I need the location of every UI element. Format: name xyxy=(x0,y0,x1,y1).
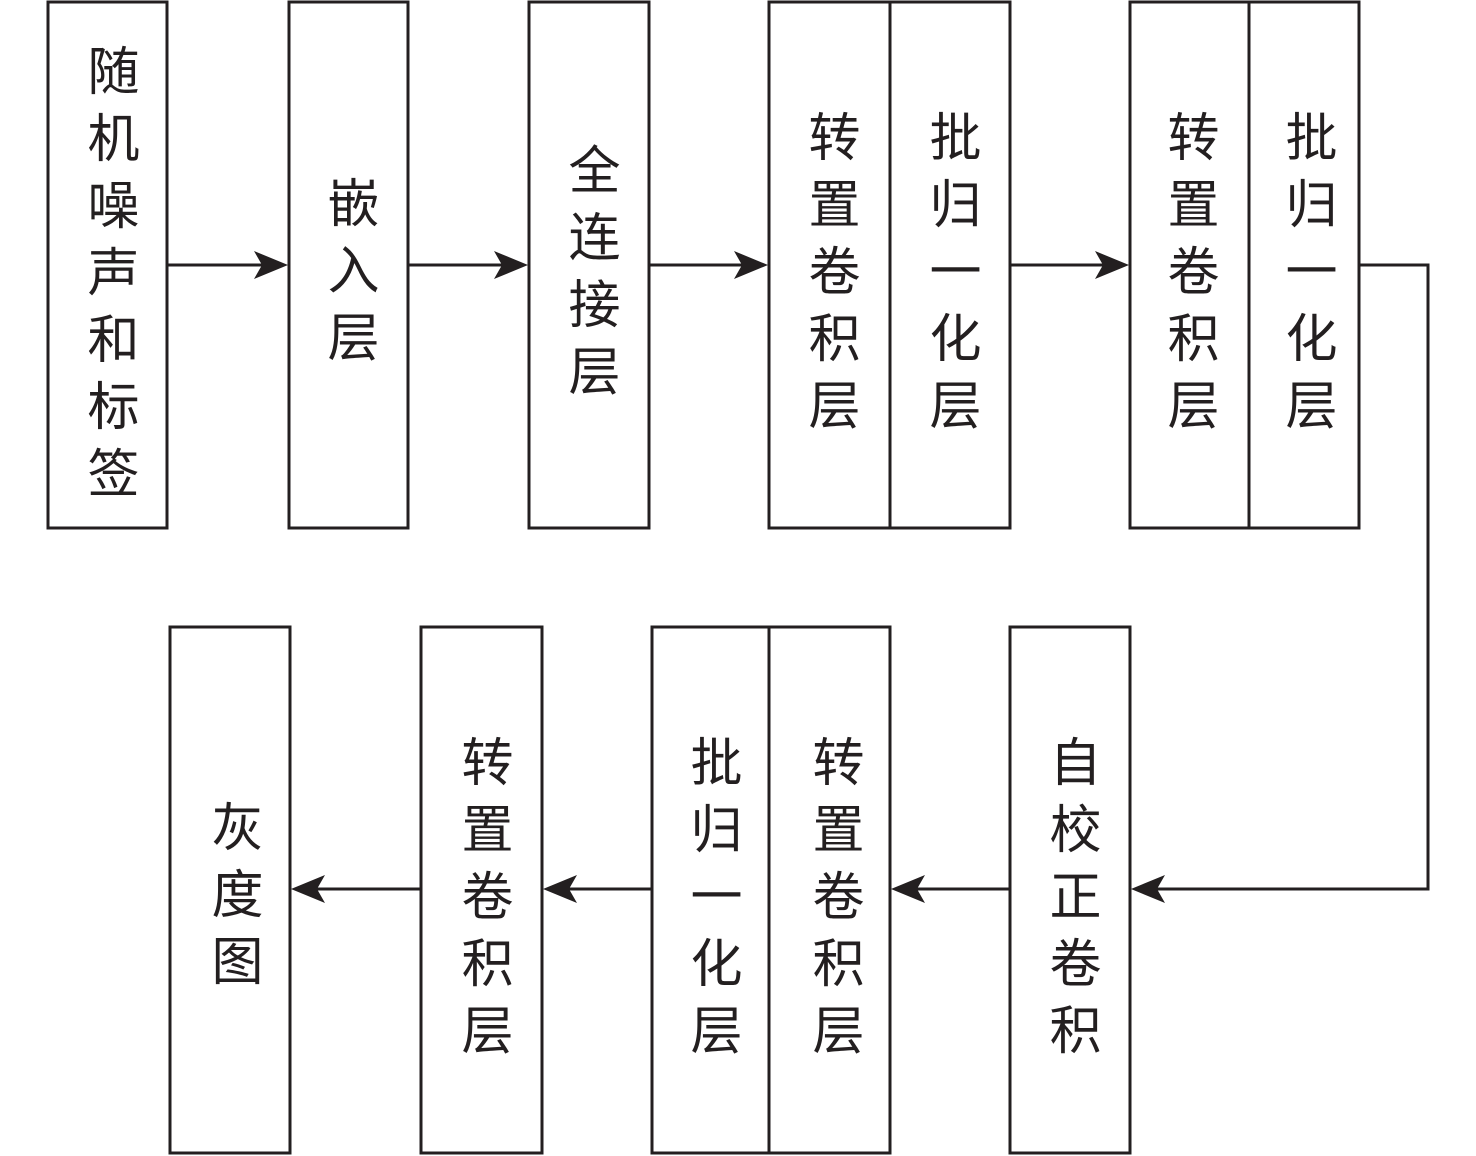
arrowhead-left-icon xyxy=(1131,875,1165,903)
node-self-calibrated-conv: 自校正卷积 xyxy=(1008,625,1132,1155)
node-noise-label-text: 随机噪声和标签 xyxy=(78,44,138,513)
node-transposed-conv-3-text: 转置卷积层 xyxy=(803,735,863,1070)
node-transposed-conv-2: 转置卷积层 xyxy=(1128,0,1251,530)
node-transposed-conv-2-text: 转置卷积层 xyxy=(1158,110,1218,445)
node-batch-norm-3-text: 批归一化层 xyxy=(681,735,741,1070)
node-self-calibrated-conv-text: 自校正卷积 xyxy=(1040,735,1100,1070)
arrowhead-right-icon xyxy=(494,251,528,279)
node-transposed-conv-3: 转置卷积层 xyxy=(767,625,892,1155)
node-fully-connected-layer-text: 全连接层 xyxy=(559,143,619,411)
node-batch-norm-2-text: 批归一化层 xyxy=(1276,110,1336,445)
edge-noise-to-embedding xyxy=(167,251,288,279)
edge-self-calibrated-to-transposed-conv-3 xyxy=(891,875,1010,903)
arrowhead-left-icon xyxy=(291,875,325,903)
node-batch-norm-2: 批归一化层 xyxy=(1247,0,1361,530)
arrowhead-left-icon xyxy=(543,875,577,903)
node-transposed-conv-4: 转置卷积层 xyxy=(419,625,544,1155)
arrowhead-right-icon xyxy=(1095,251,1129,279)
node-grayscale-image-text: 灰度图 xyxy=(202,800,262,1001)
edge-batch-norm-3-to-transposed-conv-4 xyxy=(543,875,652,903)
node-transposed-conv-1: 转置卷积层 xyxy=(767,0,892,530)
edge-batch-norm-2-to-self-calibrated-conv xyxy=(1131,263,1430,903)
node-batch-norm-1: 批归一化层 xyxy=(888,0,1012,530)
node-batch-norm-1-text: 批归一化层 xyxy=(920,110,980,445)
arrowhead-right-icon xyxy=(254,251,288,279)
edge-embedding-to-fc xyxy=(408,251,528,279)
node-fully-connected-layer: 全连接层 xyxy=(527,0,651,530)
node-embedding-layer: 嵌入层 xyxy=(287,0,410,530)
node-transposed-conv-4-text: 转置卷积层 xyxy=(452,735,512,1070)
node-batch-norm-3: 批归一化层 xyxy=(650,625,771,1155)
arrowhead-left-icon xyxy=(891,875,925,903)
node-transposed-conv-1-text: 转置卷积层 xyxy=(799,110,859,445)
edge-transposed-conv-4-to-grayscale xyxy=(291,875,421,903)
edge-fc-to-transposed-conv-1 xyxy=(649,251,768,279)
node-noise-label: 随机噪声和标签 xyxy=(46,0,169,530)
node-embedding-layer-text: 嵌入层 xyxy=(318,176,378,377)
node-grayscale-image: 灰度图 xyxy=(168,625,292,1155)
edge-batch-norm-1-to-transposed-conv-2 xyxy=(1010,251,1129,279)
arrowhead-right-icon xyxy=(734,251,768,279)
